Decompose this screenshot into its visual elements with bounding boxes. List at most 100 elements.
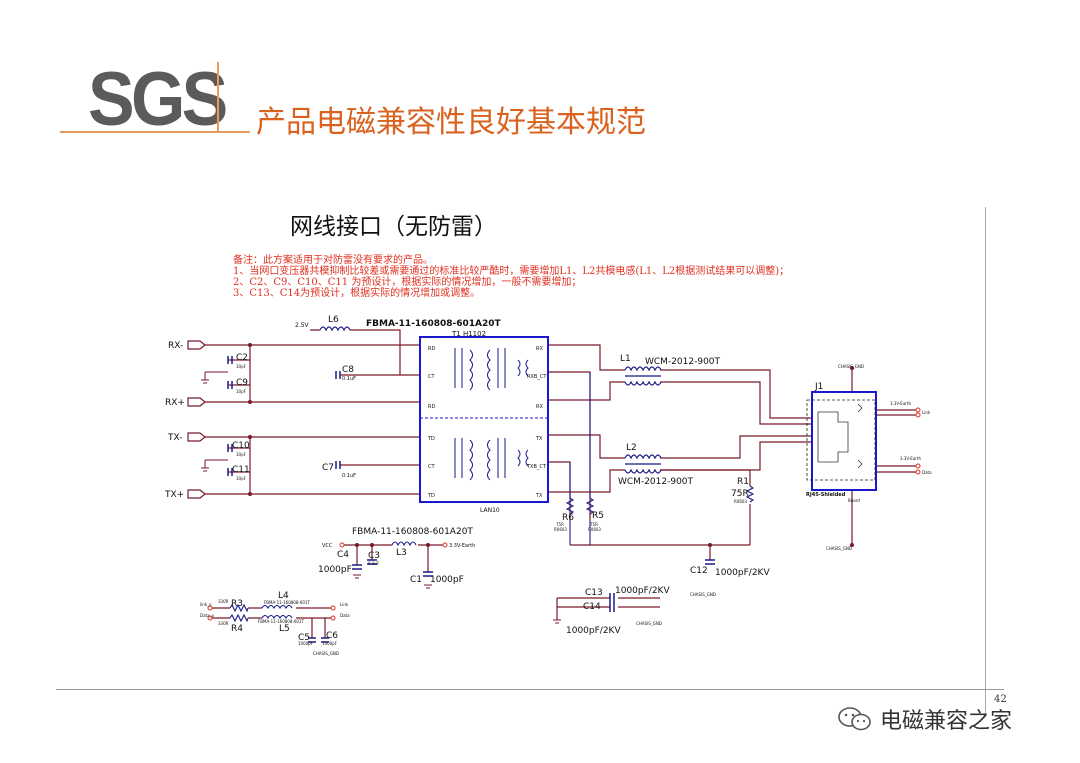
l3-bead [391, 541, 417, 547]
j1-data-net: 3.3V-Earth [900, 456, 921, 461]
note-line: 1、当网口变压器共模抑制比较差或需要通过的标准比较严酷时，需要增加L1、L2共模… [233, 266, 790, 277]
j1-link-label: Link [922, 410, 931, 415]
r1-resistor [745, 485, 755, 503]
c13-ref: C13 [585, 588, 603, 598]
j1-data-label: Data [922, 470, 932, 475]
pin-td-2: TD [427, 493, 435, 499]
r5-resistor [585, 497, 595, 515]
wechat-icon [838, 707, 871, 731]
logo-divider-vertical [217, 62, 219, 132]
rj45-connector-box [811, 391, 877, 491]
r5-pkg: R0603 [588, 527, 601, 532]
l1-ref: L1 [620, 354, 631, 364]
c4-value: 1000pF [318, 565, 352, 575]
c3-value: 0.1uF [368, 561, 380, 566]
l2-part: WCM-2012-900T [618, 477, 694, 487]
l4-part: FBMA-11-160808-601T [264, 600, 310, 605]
c10-label: C10 [232, 441, 250, 451]
l4-bead [261, 604, 293, 610]
tx-minus-label: TX- [167, 433, 182, 443]
c9-label: C9 [236, 378, 248, 388]
led-in-data: Data_o [200, 613, 215, 618]
sgs-logo: SGS [88, 57, 228, 142]
c9-value: 10pF [236, 389, 247, 394]
vcc-label: VCC [322, 543, 333, 549]
r4-value: 330R [218, 621, 229, 626]
c14-value: 1000pF/2KV [566, 626, 621, 636]
c4-ref: C4 [337, 550, 349, 560]
r3-resistor [229, 603, 249, 613]
transformer-lan-label: LAN10 [480, 507, 500, 514]
c12-ref: C12 [690, 566, 708, 576]
r3-ref: R3 [231, 599, 243, 609]
r6-resistor [565, 497, 575, 515]
l2-ref: L2 [626, 443, 637, 453]
j1-link-net: 3.3V-Earth [890, 401, 911, 406]
j1-ref: J1 [814, 382, 823, 392]
c6-value: 1000pF [322, 641, 338, 646]
tx-plus-label: TX+ [164, 490, 184, 500]
c8-value: 0.1uF [342, 376, 356, 382]
c10-value: 10pF [236, 452, 247, 457]
r5-ref: R5 [592, 511, 604, 521]
l1-choke [624, 366, 662, 386]
pin-ct-1: CT [428, 374, 435, 380]
c3-ref: C3 [368, 551, 380, 561]
c14-net: CHASIS_GND [636, 621, 662, 626]
r1-value: 75R [731, 489, 749, 499]
c6-ref: C6 [326, 631, 338, 641]
c5-ref: C5 [298, 633, 310, 643]
slide-title: 产品电磁兼容性良好基本规范 [256, 105, 646, 140]
c7-value: 0.1uF [342, 473, 356, 479]
pin-txb-ct: TXB_CT [526, 464, 547, 470]
l3-ref: L3 [396, 548, 407, 558]
l6-coil [319, 326, 351, 332]
c12-net: CHASIS_GND [690, 592, 716, 597]
j1-chassis-bottom: CHASIS_GND [826, 546, 852, 551]
transformer-box [419, 336, 549, 503]
pin-td-1: TD [427, 436, 435, 442]
j1-name: RJ45-Shielded [806, 492, 846, 498]
c11-value: 10pF [236, 476, 247, 481]
c13-value: 1000pF/2KV [615, 586, 670, 596]
c5-value: 1000pF [298, 641, 314, 646]
l5-ref: L5 [279, 624, 290, 634]
l6-net-label: 2.5V [295, 322, 310, 329]
note-line: 2、C2、C9、C10、C11 为预设计，根据实际的情况增加，一般不需要增加； [233, 277, 582, 288]
note-line: 3、C13、C14为预设计，根据实际的情况增加或调整。 [233, 288, 481, 299]
l5-bead [261, 614, 293, 620]
j1-board: Board [848, 498, 860, 503]
transformer-ref-label: T1 H1102 [451, 330, 486, 338]
logo-divider-horizontal [60, 131, 250, 133]
rx-plus-label: RX+ [165, 398, 185, 408]
transformer-part-label: FBMA-11-160808-601A20T [366, 319, 502, 329]
c11-label: C11 [232, 465, 250, 475]
l3-part: FBMA-11-160808-601A20T [352, 527, 473, 537]
r6-value: 75R [556, 522, 564, 527]
pin-rxb-ct: RXB_CT [527, 374, 547, 380]
j1-chassis-top: CHASIS_GND [838, 364, 864, 369]
c8-label: C8 [342, 365, 354, 375]
r6-ref: R6 [562, 513, 574, 523]
led-in-link: link_o [200, 602, 212, 607]
pin-ct-2: CT [428, 464, 435, 470]
r6-pkg: R0603 [554, 527, 567, 532]
c1-ref: C1 [410, 575, 422, 585]
right-rule [985, 207, 986, 717]
l5-part: FBMA-11-160808-601T [258, 619, 304, 624]
l1-part: WCM-2012-900T [645, 357, 721, 367]
l6-ref-label: L6 [328, 315, 339, 325]
r3-value: 330R [218, 599, 229, 604]
l3-out-label: 3.3V-Earth [449, 543, 475, 549]
c14-ref: C14 [583, 602, 601, 612]
c2-label: C2 [236, 353, 248, 363]
footer-rule [56, 689, 1004, 690]
r1-ref: R1 [737, 477, 749, 487]
l4-ref: L4 [278, 591, 289, 601]
c7-label: C7 [322, 463, 334, 473]
design-notes: 备注：此方案适用于对防雷没有要求的产品。 1、当网口变压器共模抑制比较差或需要通… [233, 255, 789, 299]
led-gnd: CHASIS_GND [313, 651, 339, 656]
c2-value: 10pF [236, 364, 247, 369]
r5-value: 75R [590, 522, 598, 527]
